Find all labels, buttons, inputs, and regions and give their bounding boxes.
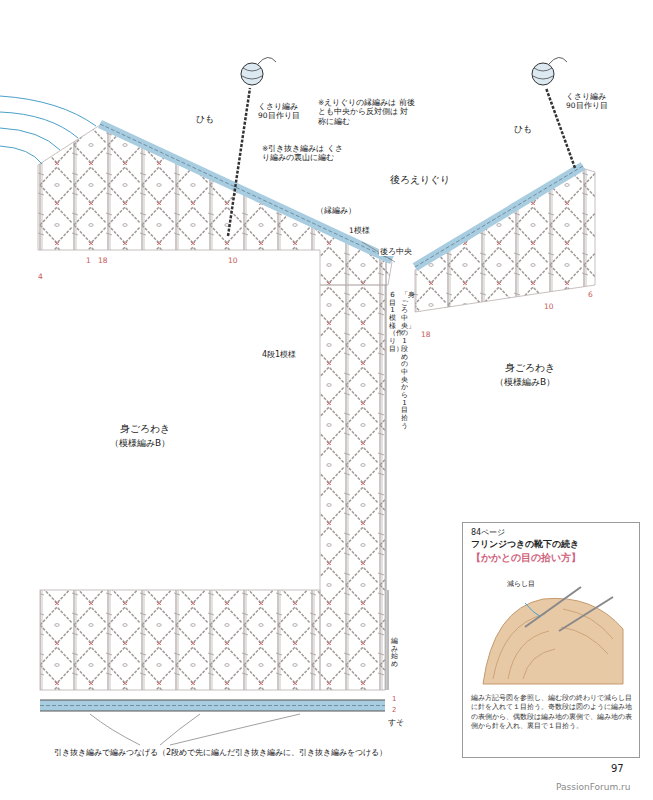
row-number: 10: [544, 302, 554, 311]
chart-label: くさり編み 90目作り目: [258, 102, 304, 121]
inset-box: 84ページフリンジつきの靴下の続き【かかとの目の拾い方】編み方記号図を参照し、編…: [462, 522, 640, 758]
chart-label: ひも: [196, 114, 214, 125]
note-text: 編み方記号図を参照し、編む段の終わりで減らし目に針を入れて１目拾う。奇数段は図の…: [471, 693, 633, 731]
chart-label: （模様編みB）: [110, 438, 170, 449]
chart-label: （模様編みB）: [495, 377, 555, 388]
chart-label: 1模様: [348, 226, 371, 235]
chart-label: ※引き抜き編みは くさり編みの裏山に編む: [262, 144, 348, 163]
chart-label: すそ: [388, 718, 404, 728]
row-number: 6: [588, 290, 593, 299]
box-heading: 【かかとの目の拾い方】: [471, 552, 633, 564]
vertical-note: 編み始め: [391, 638, 398, 669]
chart-label: ひも: [514, 124, 532, 135]
row-number: 18: [98, 256, 108, 265]
chart-label: くさり編み 90目作り目: [566, 92, 612, 111]
row-number: 18: [421, 330, 431, 339]
chart-label: 4段1模様: [262, 350, 296, 360]
row-number: 1: [392, 695, 396, 704]
row-number: 4: [38, 272, 43, 281]
chart-label: 引き抜き編みで編みつなげる（2段めで先に編んだ引き抜き編みに、引き抜き編みをつけ…: [54, 748, 387, 758]
string-right: [532, 57, 575, 168]
chart-label: 後ろえりぐり: [390, 174, 450, 187]
vertical-note: 「身ごろ中央」の1段めの中央から1目拾う: [401, 292, 408, 430]
chart-label: 後ろ中央: [379, 247, 413, 256]
direction-arrows: [0, 96, 96, 164]
chart-label: PassionForum.ru: [556, 782, 630, 793]
center-line: [386, 262, 387, 690]
row-number: 1: [86, 256, 91, 265]
row-number: 10: [228, 256, 238, 265]
chart-label: 97: [611, 763, 624, 776]
chart-label: 身ごろわき: [505, 362, 555, 375]
chart-label: 身ごろわき: [120, 423, 170, 436]
row-number: 2: [392, 706, 396, 715]
box-heading: 84ページ: [471, 528, 633, 538]
chart-label: （縁編み）: [316, 206, 356, 216]
vertical-note: 6目1模様（作り目）: [389, 292, 396, 354]
heel-illustration: [463, 569, 639, 689]
chart-label: 減らし目: [506, 580, 536, 589]
chart-label: ※えりぐりの縁編みは 前後とも中央から反対側は 対称に編む: [318, 98, 416, 126]
leader-lines: [90, 242, 395, 745]
box-heading: フリンジつきの靴下の続き: [471, 539, 633, 550]
